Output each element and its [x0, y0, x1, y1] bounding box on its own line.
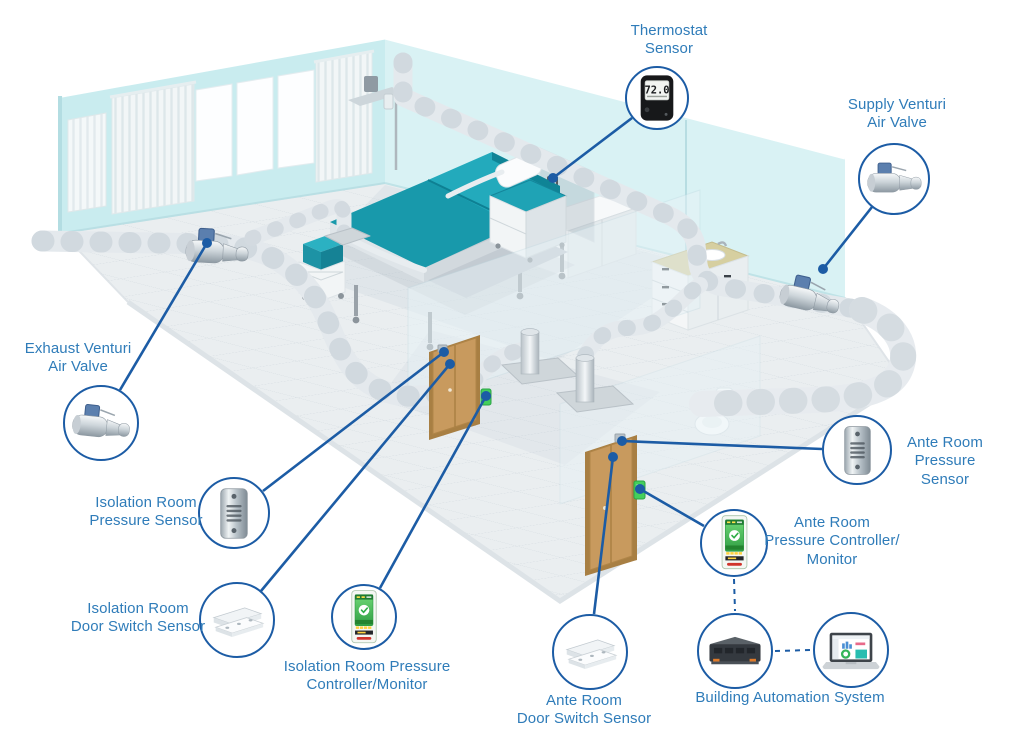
callout-anchor-dot	[635, 484, 645, 494]
bas-controller-icon	[709, 636, 761, 664]
callout-anchor-dot	[445, 359, 455, 369]
label-thermostat-sensor: Thermostat Sensor	[630, 22, 708, 58]
label-isolation-room-pressure-sensor: Isolation Room Pressure Sensor	[89, 494, 203, 530]
callout-line	[552, 116, 633, 180]
callout-anchor-dot	[202, 238, 212, 248]
callout-anchor-dot	[608, 452, 618, 462]
curtains-right	[313, 49, 375, 183]
thermostat-reading: 72.0	[644, 84, 669, 96]
callout-isolation-room-pressure-sensor	[198, 477, 270, 549]
callout-ante-room-door-switch-sensor	[552, 614, 628, 690]
callout-anchor-dots	[202, 173, 828, 494]
callout-line	[821, 206, 874, 270]
label-isolation-room-door-switch-sensor: Isolation Room Door Switch Sensor	[70, 600, 206, 636]
left-wall	[58, 36, 386, 237]
callout-thermostat-sensor: 72.0	[625, 66, 689, 130]
curtains-left	[109, 80, 197, 215]
floor-vents	[500, 328, 635, 413]
bas-dashed-link	[733, 578, 736, 612]
callout-line	[260, 363, 451, 592]
pressure-controller-icon	[350, 589, 378, 644]
callout-line	[621, 439, 823, 451]
label-isolation-room-pressure-controller: Isolation Room Pressure Controller/Monit…	[283, 658, 451, 694]
callout-anchor-dot	[548, 173, 558, 183]
callout-anchor-dot	[481, 391, 491, 401]
callout-bas-controller	[697, 613, 773, 689]
callout-lines	[118, 116, 874, 652]
bas-dashed-link	[774, 649, 812, 652]
callout-line	[378, 395, 488, 589]
callout-anchor-dot	[818, 264, 828, 274]
callout-isolation-room-pressure-controller	[331, 584, 397, 650]
laptop-icon	[821, 631, 881, 670]
callout-supply-venturi-valve	[858, 143, 930, 215]
callout-ante-room-pressure-controller	[700, 509, 768, 577]
venturi-valve-icon	[867, 162, 922, 193]
callout-bas-laptop	[813, 612, 889, 688]
label-exhaust-venturi-air-valve: Exhaust Venturi Air Valve	[24, 340, 132, 376]
label-ante-room-door-switch-sensor: Ante Room Door Switch Sensor	[516, 692, 652, 728]
pressure-sensor-icon	[843, 425, 871, 475]
label-ante-room-pressure-controller: Ante Room Pressure Controller/ Monitor	[764, 514, 900, 568]
callout-line	[639, 487, 705, 528]
door-switch-sensor-icon	[566, 638, 617, 669]
radiator	[67, 112, 107, 213]
windows	[195, 69, 315, 182]
isolation-room-door	[429, 335, 492, 440]
callout-isolation-room-door-switch-sensor	[199, 582, 275, 658]
pressure-controller-icon	[720, 514, 748, 570]
venturi-valve-icon	[70, 402, 133, 441]
callout-anchor-dot	[617, 436, 627, 446]
label-building-automation-system: Building Automation System	[695, 689, 885, 706]
callout-line	[118, 242, 209, 391]
callout-line	[592, 456, 615, 615]
label-ante-room-pressure-sensor: Ante Room Pressure Sensor	[907, 434, 983, 488]
thermostat-device-icon: 72.0	[640, 75, 674, 121]
callout-ante-room-pressure-sensor	[822, 415, 892, 485]
callout-exhaust-venturi-valve	[63, 385, 139, 461]
callout-line	[262, 350, 445, 493]
door-switch-sensor-icon	[213, 606, 264, 637]
callout-anchor-dot	[439, 347, 449, 357]
pressure-sensor-icon	[220, 487, 248, 539]
label-supply-venturi-air-valve: Supply Venturi Air Valve	[847, 96, 947, 132]
